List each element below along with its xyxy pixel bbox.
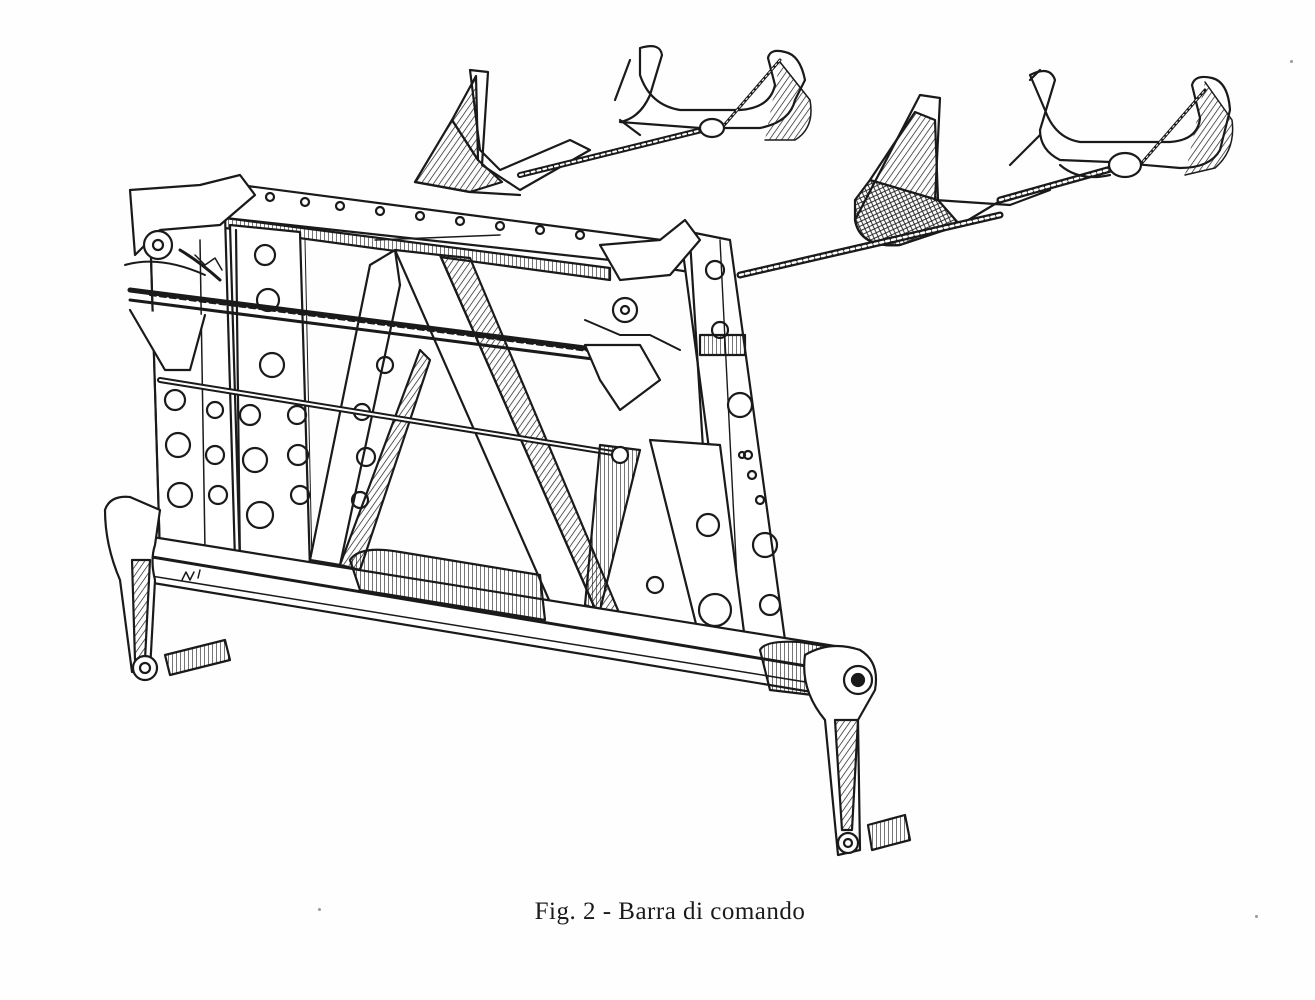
rear-control-column <box>413 68 713 197</box>
right-hinge-assembly <box>584 218 747 357</box>
left-pedal-arm <box>103 495 232 682</box>
front-control-column <box>736 93 1129 279</box>
figure-caption: Fig. 2 - Barra di comando <box>534 898 806 925</box>
left-hinge-assembly <box>124 173 257 282</box>
paper-speck <box>1255 915 1258 918</box>
paper-speck <box>318 908 321 911</box>
frame-right-plate <box>645 228 787 647</box>
artist-monogram <box>181 569 201 581</box>
control-bar-illustration <box>103 45 1234 857</box>
front-yoke-handle <box>1008 68 1234 179</box>
paper-speck <box>1290 60 1293 63</box>
cross-rods <box>127 287 662 458</box>
rear-yoke-handle <box>613 45 812 141</box>
right-pedal-arm <box>803 644 912 857</box>
